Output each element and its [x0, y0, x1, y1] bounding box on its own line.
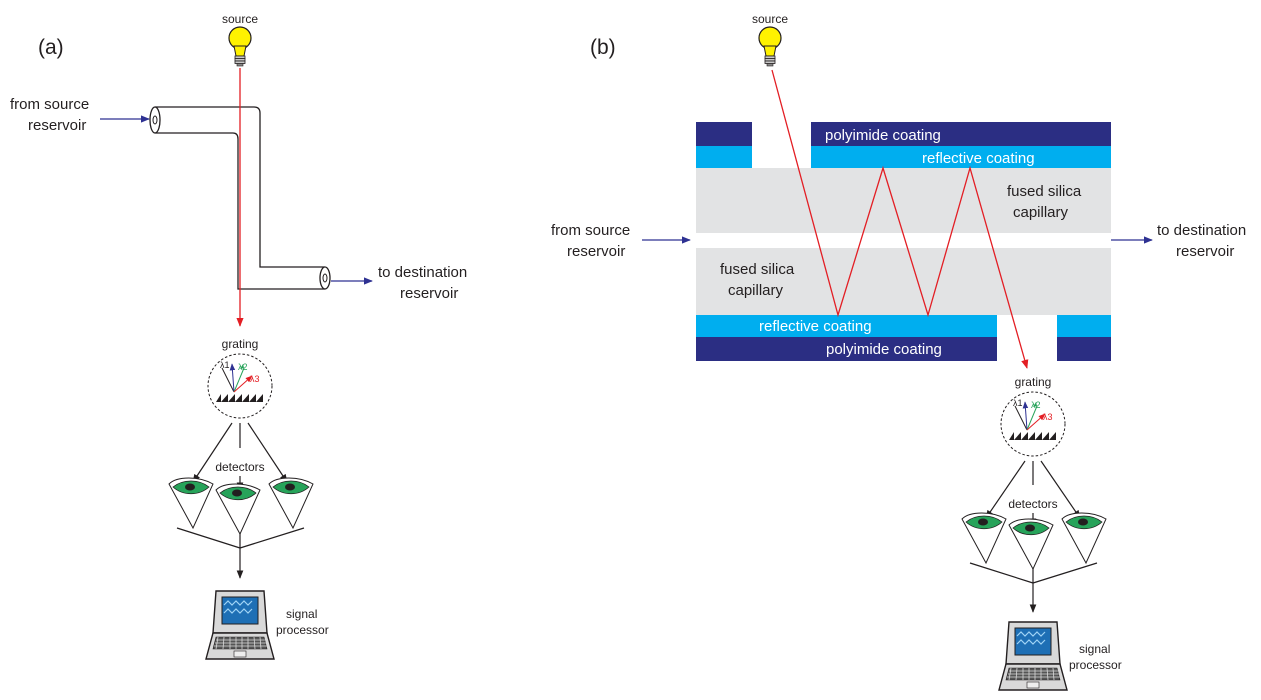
reflective-coating-bottom-right [1057, 315, 1111, 337]
silica-wall-bottom [696, 248, 1111, 315]
panel-a: (a) source from source reservoir to dest… [10, 12, 467, 660]
lambda2-b: λ2 [1031, 400, 1041, 410]
grating-label-b: grating [1015, 375, 1052, 389]
reflective-coating-bottom [696, 315, 997, 337]
grating-label: grating [222, 337, 259, 351]
outlet-label-line2: reservoir [400, 285, 458, 302]
detector-eye-icon-right-b [1061, 512, 1107, 564]
inlet-label-line2: reservoir [28, 117, 86, 134]
processor-label-line2: processor [276, 623, 329, 637]
silica-bottom-label-line2: capillary [728, 282, 784, 299]
lambda3: λ3 [250, 374, 260, 384]
panel-b: (b) source polyimide coating reflective … [551, 12, 1246, 691]
inlet-label-line1: from source [10, 96, 89, 113]
reflective-bottom-label: reflective coating [759, 318, 872, 335]
panel-b-label: (b) [590, 36, 616, 59]
light-bulb-icon-b [758, 26, 782, 67]
reflected-light-beam [771, 69, 1029, 369]
laptop-icon [205, 590, 275, 660]
detector-eye-icon-right [268, 477, 314, 529]
detector-eye-icon-center-b [1008, 518, 1054, 570]
polyimide-top-label: polyimide coating [825, 127, 941, 144]
processor-label-b-line1: signal [1079, 642, 1110, 656]
capillary-tube [149, 106, 331, 290]
silica-top-label-line2: capillary [1013, 204, 1069, 221]
polyimide-bottom-label: polyimide coating [826, 341, 942, 358]
lambda1: λ1 [220, 360, 230, 370]
polyimide-coating-bottom [696, 337, 997, 361]
detectors-label-b: detectors [1008, 497, 1057, 511]
inlet-label-b-line2: reservoir [567, 243, 625, 260]
laptop-icon-b [998, 621, 1068, 691]
outlet-label-b-line1: to destination [1157, 222, 1246, 239]
source-label-b: source [752, 12, 788, 26]
inlet-label-b-line1: from source [551, 222, 630, 239]
polyimide-coating-bottom-right [1057, 337, 1111, 361]
lambda1-b: λ1 [1013, 398, 1023, 408]
light-bulb-icon [228, 26, 252, 67]
panel-a-label: (a) [38, 36, 64, 59]
polyimide-coating-top [811, 122, 1111, 146]
polyimide-coating-top-left [696, 122, 752, 146]
detectors-label: detectors [215, 460, 264, 474]
silica-top-label-line1: fused silica [1007, 183, 1082, 200]
outlet-label-line1: to destination [378, 264, 467, 281]
source-label: source [222, 12, 258, 26]
processor-label-b-line2: processor [1069, 658, 1122, 672]
reflective-coating-top-left [696, 146, 752, 168]
lambda3-b: λ3 [1043, 412, 1053, 422]
silica-bottom-label-line1: fused silica [720, 261, 795, 278]
outlet-label-b-line2: reservoir [1176, 243, 1234, 260]
silica-wall-top [696, 168, 1111, 233]
processor-label-line1: signal [286, 607, 317, 621]
detector-eye-icon-left [168, 477, 214, 529]
detector-eye-icon-left-b [961, 512, 1007, 564]
reflective-top-label: reflective coating [922, 150, 1035, 167]
lambda2: λ2 [238, 362, 248, 372]
reflective-coating-top [811, 146, 1111, 168]
detector-eye-icon-center [215, 483, 261, 535]
